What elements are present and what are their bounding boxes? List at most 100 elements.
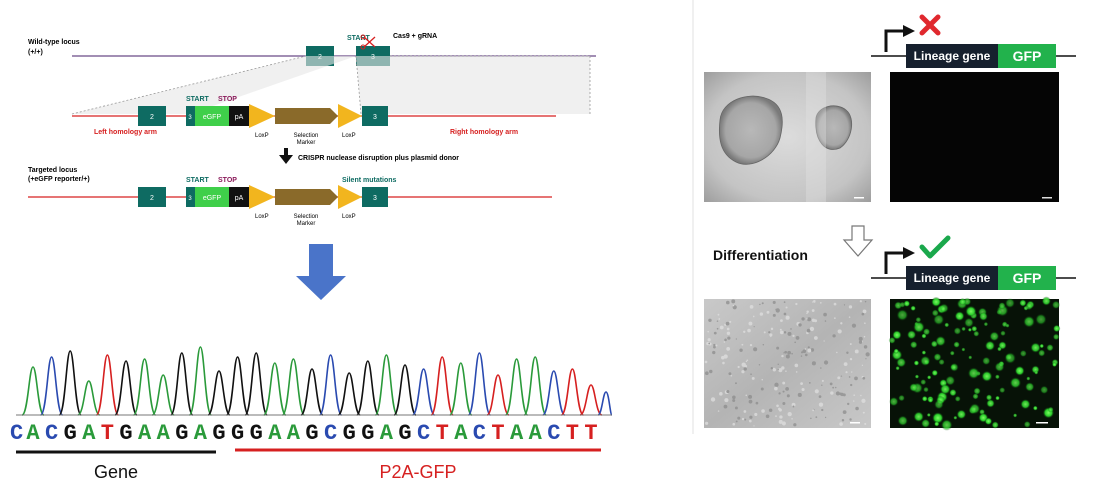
differentiation-label: Differentiation — [713, 247, 808, 263]
sequence-base-partial: C — [10, 421, 23, 446]
chromatogram-peak — [579, 384, 603, 416]
sequence-base: T — [436, 421, 449, 446]
chromatogram-peak — [244, 352, 268, 416]
sequence-base: C — [324, 421, 337, 446]
sequence-base: A — [380, 421, 394, 446]
targeted-selection-label-2: Marker — [297, 221, 316, 227]
chromatogram-peak — [77, 380, 101, 416]
gfp-label-on: GFP — [1013, 270, 1042, 286]
construct-off: Lineage gene GFP — [871, 14, 1076, 68]
wt-start-label: START — [347, 35, 371, 42]
blue-down-arrow-icon — [296, 244, 346, 300]
targeted-exon-3-start-label: 3 — [188, 196, 192, 202]
targeted-exon-3-end-label: 3 — [373, 195, 377, 202]
targeted-exon-2-label: 2 — [150, 195, 154, 202]
red-x-icon — [919, 14, 941, 36]
sequence-base: G — [212, 421, 225, 446]
donor-pa — [229, 106, 249, 126]
donor-exon-2-label: 2 — [150, 114, 154, 121]
wt-locus-label: Wild-type locus — [28, 39, 80, 46]
donor-egfp-label: eGFP — [203, 114, 222, 121]
donor-exon-2 — [138, 106, 166, 126]
sequence-base: A — [529, 421, 543, 446]
homology-projection-left — [72, 56, 356, 114]
gene-targeting-diagram: Wild-type locus (+/+) 2 3 START Cas9 + g… — [28, 33, 596, 227]
chromatogram-peak — [170, 352, 194, 416]
lineage-gene-box-off — [906, 44, 998, 68]
sequence-base: C — [473, 421, 486, 446]
chromatogram-peak — [39, 356, 64, 416]
scissors-icon — [360, 34, 376, 50]
chromatogram-peak — [374, 354, 399, 416]
brightfield-undifferentiated-image — [704, 72, 871, 202]
sequence-base: C — [417, 421, 430, 446]
sequence-base: A — [82, 421, 96, 446]
chromatogram-peak — [393, 364, 417, 416]
sequence-base: G — [343, 421, 356, 446]
targeted-exon-3-end — [362, 187, 388, 207]
gfp-off-image — [890, 72, 1059, 202]
sequence-base: G — [250, 421, 263, 446]
donor-start-label: START — [186, 96, 210, 103]
chromatogram-peak — [486, 374, 510, 416]
targeted-egfp — [195, 187, 229, 207]
sequence-base: A — [287, 421, 301, 446]
gfp-box-off — [998, 44, 1056, 68]
gfp-on-image — [888, 296, 1061, 431]
donor-exon-3-end — [362, 106, 388, 126]
sequence-base: G — [119, 421, 132, 446]
donor-exon-3-end-label: 3 — [373, 114, 377, 121]
targeted-pa-label: pA — [235, 195, 244, 202]
sequence-base: G — [64, 421, 77, 446]
chromatogram-peak — [523, 356, 547, 416]
chromatogram-peak — [225, 356, 250, 416]
chromatogram-peak — [21, 366, 45, 416]
sequence-base: A — [194, 421, 208, 446]
chromatogram-peak — [337, 372, 361, 416]
targeted-stop-label: STOP — [218, 177, 237, 184]
sequence-base: T — [491, 421, 504, 446]
silent-mutations-label: Silent mutations — [342, 177, 397, 184]
sequence-base: T — [101, 421, 114, 446]
sequence-base: T — [566, 421, 579, 446]
chromatogram-peak — [188, 346, 213, 416]
targeted-selection-label-1: Selection — [294, 214, 319, 220]
chromatogram-peak — [281, 358, 306, 416]
promoter-arrow-off-icon — [884, 29, 905, 52]
donor-selection-label-2: Marker — [297, 140, 316, 146]
sequence-base: G — [361, 421, 374, 446]
lineage-gene-box-on — [906, 266, 998, 290]
crispr-note: CRISPR nuclease disruption plus plasmid … — [298, 155, 459, 162]
sequence-base: A — [510, 421, 524, 446]
chromatogram-peak — [300, 368, 324, 416]
targeted-start-label: START — [186, 177, 210, 184]
donor-selection-label-1: Selection — [294, 133, 319, 139]
chromatogram-peak — [114, 360, 138, 416]
wt-locus-genotype: (+/+) — [28, 49, 43, 56]
left-homology-arm-label: Left homology arm — [94, 129, 157, 136]
donor-egfp — [195, 106, 229, 126]
small-down-arrow-icon — [279, 148, 293, 164]
chromatogram-peak — [467, 352, 492, 416]
targeted-exon-2 — [138, 187, 166, 207]
lineage-gene-label-on: Lineage gene — [914, 271, 991, 285]
chromatogram-peak — [597, 391, 613, 416]
chromatogram-peak — [95, 354, 120, 416]
targeted-pa — [229, 187, 249, 207]
lineage-gene-label-off: Lineage gene — [914, 49, 991, 63]
chromatogram-peak — [263, 362, 287, 416]
gene-label: Gene — [94, 462, 138, 482]
donor-loxp-1-label: LoxP — [255, 133, 269, 139]
chromatogram-peak — [430, 356, 454, 416]
donor-stop-label: STOP — [218, 96, 237, 103]
sequence-base: C — [547, 421, 560, 446]
donor-loxp-2-label: LoxP — [342, 133, 356, 139]
homology-projection-right — [356, 56, 590, 114]
right-homology-arm-label: Right homology arm — [450, 129, 518, 136]
donor-selection-marker — [275, 108, 338, 124]
targeted-loxp-2 — [338, 185, 362, 209]
chromatogram-peak — [58, 350, 82, 416]
sequence-base: A — [157, 421, 171, 446]
sequence-base: A — [26, 421, 40, 446]
